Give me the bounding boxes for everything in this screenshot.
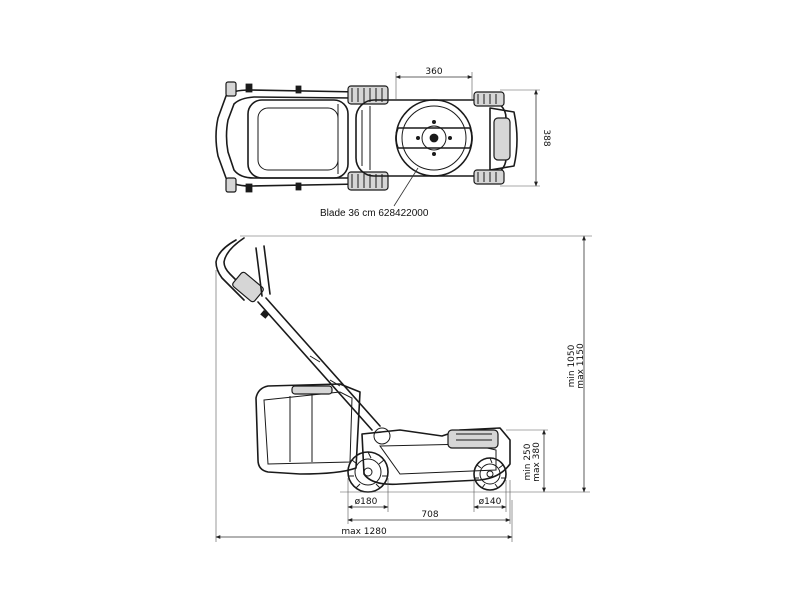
cut-max-label: max 380 [532,442,542,482]
cut-min-label: min 250 [523,443,533,480]
top-blade-disc [395,99,473,177]
side-handle [215,237,391,445]
side-rear-wheel [347,451,389,493]
height-min-label: min 1050 [567,344,577,387]
cut-height-dimension: min 250 max 380 [506,429,548,493]
height-dimension: min 1050 max 1150 [240,235,592,493]
top-front-wheels [473,91,505,185]
front-wheel-label: ø140 [479,497,502,507]
wheelbase-dimension: 708 [347,480,511,524]
side-grass-box [255,383,361,475]
side-deck [361,427,511,486]
height-max-label: max 1150 [576,343,586,389]
length-dimension: max 1280 [215,270,513,542]
length-label: max 1280 [341,527,387,537]
top-handle [215,81,361,193]
wheel-diameter-dimensions: ø180 ø140 [347,478,507,512]
wheelbase-label: 708 [421,510,438,520]
blade-callout: Blade 36 cm 628422000 [320,167,429,219]
top-grass-box [247,99,349,179]
top-depth-dimension: 388 [500,89,551,187]
rear-wheel-label: ø180 [355,497,378,507]
width-label: 360 [425,67,442,77]
side-front-wheel [473,457,507,491]
depth-label: 388 [541,129,551,146]
top-view: 360 388 Blade 36 cm 628422000 [215,67,551,219]
blade-label: Blade 36 cm 628422000 [320,208,429,219]
side-view: min 1050 max 1150 min 250 max 380 ø180 ø… [215,235,592,542]
top-width-dimension: 360 [395,67,473,100]
